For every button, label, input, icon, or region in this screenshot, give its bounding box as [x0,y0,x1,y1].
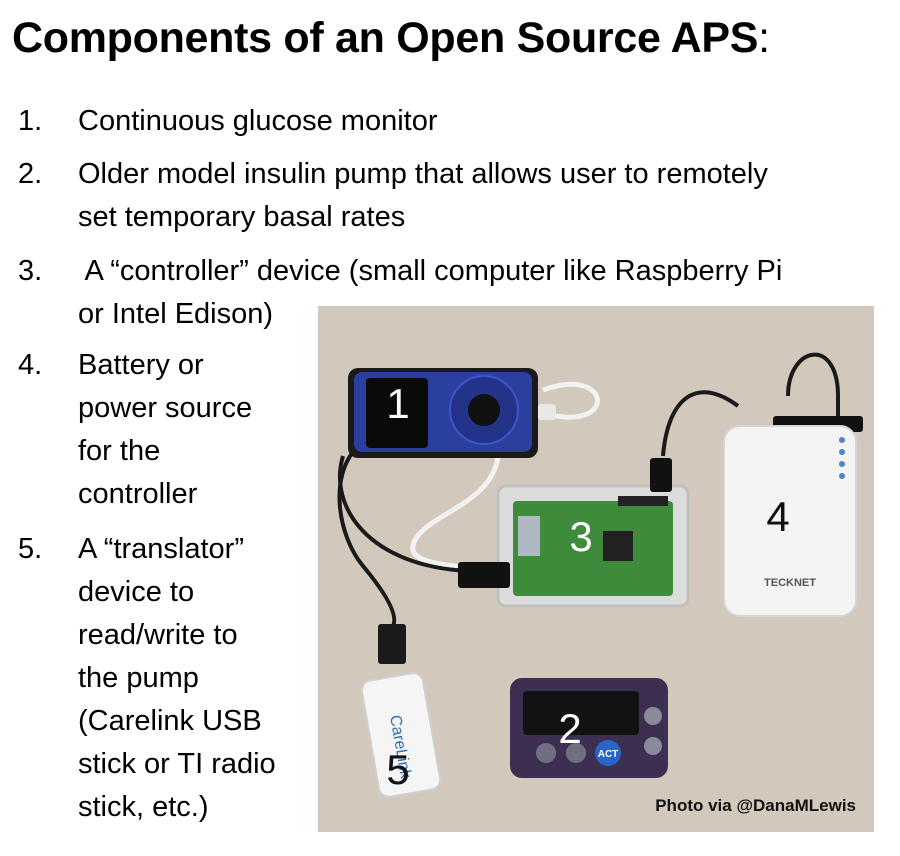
device-photo-illustration: TECKNET CareLink ACT 1 2 3 4 5 Photo via… [318,306,874,832]
list-item-5: 5. A “translator” device to read/write t… [18,528,313,829]
usb-plug [650,458,672,492]
list-item-text: Continuous glucose monitor [78,105,438,137]
list-item-number: 3. [18,255,43,287]
list-item-text-line: or Intel Edison) [78,298,274,330]
list-item-text-line: for the [78,435,161,467]
list-item-text-line: read/write to [78,619,238,651]
list-item-text-line: stick, etc.) [78,791,209,823]
device-label-3: 3 [569,513,592,560]
list-item-text-line: (Carelink USB [78,705,262,737]
list-item-text-line: Battery or [78,349,204,381]
carelink-stick: CareLink [360,624,442,798]
raspberry-pi [496,484,690,608]
list-item-text-line: Older model insulin pump that allows use… [78,158,768,190]
black-cable [337,444,397,627]
device-label-1: 1 [386,380,409,427]
list-item-number: 1. [18,105,43,137]
list-item-text-line: controller [78,478,198,510]
black-cable [786,352,840,416]
insulin-pump: ACT [510,678,668,778]
list-item-text-line: set temporary basal rates [78,201,406,233]
list-item-number: 2. [18,158,43,190]
list-item-text-line: device to [78,576,195,608]
list-item-3: 3. A “controller” device (small computer… [18,250,888,336]
device-label-5: 5 [386,746,409,793]
list-item-text-line: A “controller” device (small computer li… [78,255,783,287]
pump-act-button: ACT [598,749,619,760]
list-item-text-line: A “translator” [78,533,244,565]
list-item-number: 4. [18,349,43,381]
usb-plug [458,562,510,588]
list-item-1: 1. Continuous glucose monitor [18,100,878,143]
battery-pack: TECKNET [723,416,863,617]
white-cable [542,381,600,420]
device-label-2: 2 [558,705,581,752]
list-item-4: 4. Battery or power source for the contr… [18,344,308,516]
device-photo: TECKNET CareLink ACT 1 2 3 4 5 Photo via… [318,306,874,832]
list-item-text-line: stick or TI radio [78,748,276,780]
list-item-text-line: the pump [78,662,199,694]
black-cable [337,455,469,573]
list-item-text-line: power source [78,392,253,424]
list-item-number: 5. [18,533,43,565]
black-cable [661,390,740,457]
battery-brand: TECKNET [764,577,816,589]
photo-credit: Photo via @DanaMLewis [655,796,856,815]
slide-title-text: Components of an Open Source APS [12,14,759,62]
list-item-2: 2. Older model insulin pump that allows … [18,153,888,239]
device-label-4: 4 [766,493,789,540]
slide-title: Components of an Open Source APS: [12,14,770,63]
cgm-receiver [348,368,556,458]
slide-title-colon: : [758,14,770,62]
